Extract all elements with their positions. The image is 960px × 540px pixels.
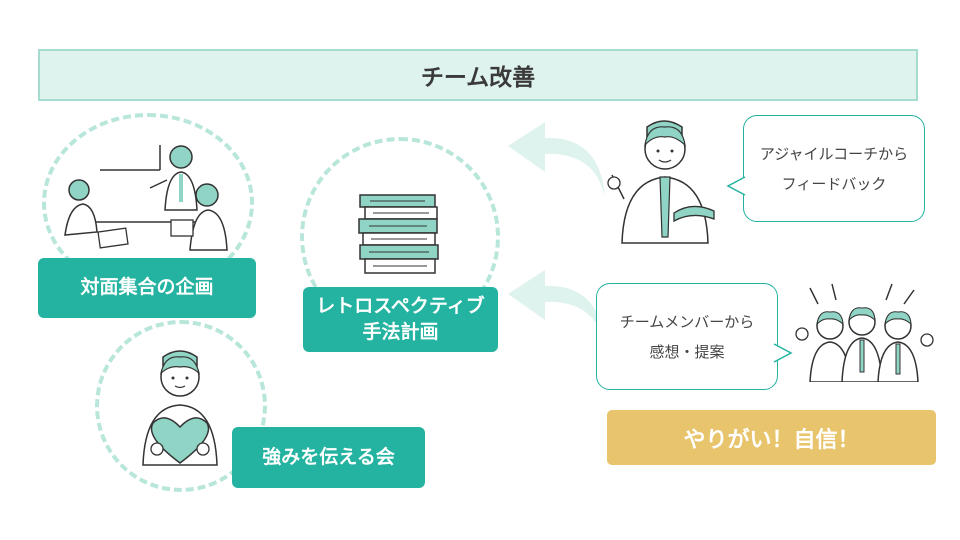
retro-label: レトロスペクティブ 手法計画 [303,287,498,352]
coach-bubble-line1: アジャイルコーチから [759,144,909,163]
members-feedback-bubble: チームメンバーから 感想・提案 [596,283,778,390]
result-banner: やりがい！自信！ [607,410,936,465]
page-title: チーム改善 [38,49,918,101]
meeting-label-text: 対面集合の企画 [80,276,214,299]
cheering-members-icon [795,283,934,382]
members-bubble-line2: 感想・提案 [649,342,725,361]
books-icon [358,194,439,274]
curved-arrow-icon [508,270,605,345]
strengths-label: 強みを伝える会 [232,427,425,488]
members-bubble-line1: チームメンバーから [619,312,755,331]
retro-label-line2: 手法計画 [362,320,439,343]
meeting-label: 対面集合の企画 [38,258,256,318]
bubble-tail [773,343,793,363]
strengths-circle [95,320,267,492]
coach-icon [607,120,715,244]
meeting-people-icon [64,145,228,251]
heart-holding-person-icon [142,350,218,466]
curved-arrow-icon [508,122,605,197]
bubble-tail [726,176,746,196]
coach-feedback-bubble: アジャイルコーチから フィードバック [743,115,925,222]
retro-label-line1: レトロスペクティブ [316,294,485,317]
strengths-label-text: 強みを伝える会 [262,445,395,468]
coach-bubble-line2: フィードバック [781,174,887,193]
